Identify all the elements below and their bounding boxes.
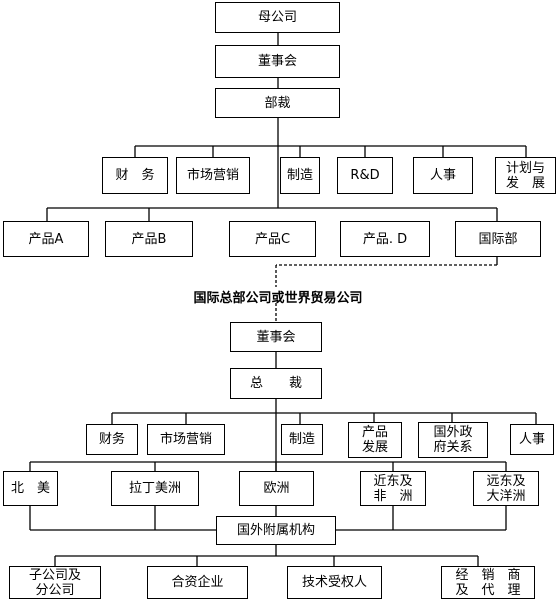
node-bottom-product-dev: 产品 发展 bbox=[348, 422, 402, 458]
node-president: 总 裁 bbox=[230, 368, 322, 399]
division-label: 产品A bbox=[28, 231, 64, 247]
function-label: 市场营销 bbox=[186, 168, 239, 183]
node-product-a: 产品A bbox=[3, 221, 89, 257]
affiliates-label: 国外附属机构 bbox=[236, 523, 315, 538]
function-label: 计划与 发 展 bbox=[505, 160, 545, 191]
node-board-top: 董事会 bbox=[215, 45, 340, 78]
form-label: 技术受权人 bbox=[301, 575, 367, 590]
node-region-latin-america: 拉丁美洲 bbox=[111, 471, 199, 506]
node-bottom-marketing: 市场营销 bbox=[147, 424, 225, 455]
node-region-north-america: 北 美 bbox=[3, 471, 58, 506]
node-joint-venture: 合资企业 bbox=[147, 566, 248, 599]
function-label: 国外政 府关系 bbox=[433, 425, 473, 455]
function-label: 市场营销 bbox=[159, 432, 212, 447]
division-label: 产品C bbox=[254, 231, 291, 247]
function-label: 产品 发展 bbox=[361, 425, 388, 455]
node-bottom-manufacturing: 制造 bbox=[281, 424, 323, 455]
intl-hq-caption: 国际总部公司或世界贸易公司 bbox=[193, 291, 363, 306]
form-label: 经 销 商 及 代 理 bbox=[455, 567, 521, 598]
division-label: 国际部 bbox=[478, 231, 518, 247]
node-region-near-east-africa: 近东及 非 洲 bbox=[360, 471, 426, 506]
node-licensees: 技术受权人 bbox=[287, 566, 382, 599]
form-label: 合资企业 bbox=[171, 575, 224, 590]
division-label: 产品B bbox=[131, 231, 167, 247]
node-hq: 部裁 bbox=[215, 88, 340, 118]
division-label: 产品. D bbox=[362, 231, 408, 247]
function-label: 制造 bbox=[286, 168, 313, 183]
region-label: 欧洲 bbox=[263, 481, 290, 496]
node-region-far-east-oceania: 远东及 大洋洲 bbox=[473, 471, 539, 506]
president-label: 总 裁 bbox=[249, 376, 302, 391]
node-international-dept: 国际部 bbox=[455, 221, 541, 257]
node-region-europe: 欧洲 bbox=[239, 471, 314, 506]
node-product-b: 产品B bbox=[105, 221, 193, 257]
node-function-hr: 人事 bbox=[413, 157, 473, 194]
function-label: 制造 bbox=[288, 432, 315, 447]
region-label: 远东及 大洋洲 bbox=[486, 473, 526, 504]
node-board-bottom: 董事会 bbox=[230, 322, 322, 352]
form-label: 子公司及 分公司 bbox=[28, 567, 81, 598]
function-label: 财 务 bbox=[115, 168, 155, 183]
node-foreign-affiliates: 国外附属机构 bbox=[216, 516, 336, 545]
function-label: 财务 bbox=[98, 432, 125, 447]
region-label: 拉丁美洲 bbox=[128, 481, 181, 496]
node-product-c: 产品C bbox=[229, 221, 316, 257]
board-bottom-label: 董事会 bbox=[256, 329, 296, 345]
node-function-marketing: 市场营销 bbox=[176, 157, 250, 194]
node-product-d: 产品. D bbox=[340, 221, 430, 257]
node-function-planning: 计划与 发 展 bbox=[495, 157, 556, 194]
node-bottom-gov-relations: 国外政 府关系 bbox=[418, 422, 488, 458]
node-parent-company: 母公司 bbox=[215, 2, 340, 33]
node-distributors-agents: 经 销 商 及 代 理 bbox=[441, 566, 535, 599]
region-label: 北 美 bbox=[10, 481, 50, 496]
hq-label: 部裁 bbox=[264, 95, 291, 111]
parent-company-label: 母公司 bbox=[257, 10, 297, 25]
node-function-manufacturing: 制造 bbox=[280, 157, 320, 194]
node-function-rd: R&D bbox=[337, 157, 393, 194]
board-top-label: 董事会 bbox=[257, 54, 297, 69]
node-bottom-finance: 财务 bbox=[86, 424, 138, 455]
node-subsidiaries: 子公司及 分公司 bbox=[9, 566, 101, 599]
function-label: 人事 bbox=[429, 168, 456, 183]
region-label: 近东及 非 洲 bbox=[373, 473, 413, 504]
function-label: R&D bbox=[350, 168, 380, 183]
function-label: 人事 bbox=[518, 432, 545, 447]
node-bottom-hr: 人事 bbox=[510, 424, 554, 455]
node-function-finance: 财 务 bbox=[102, 157, 168, 194]
